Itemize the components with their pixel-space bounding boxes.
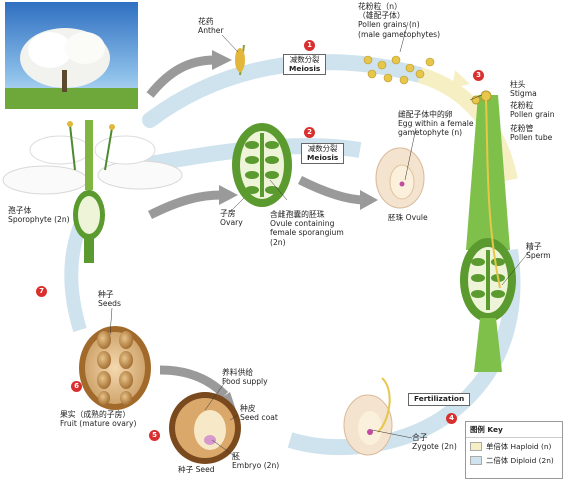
ovary-drawing: [232, 123, 292, 207]
pistil-drawing: [460, 90, 516, 372]
step-6-badge: 6: [71, 381, 82, 392]
haploid-swatch: [470, 442, 482, 451]
legend-title: 图例 Key: [466, 422, 562, 438]
anther-drawing: [235, 44, 245, 76]
step-2-badge: 2: [304, 127, 315, 138]
legend-key: 图例 Key 单倍体 Haploid (n) 二倍体 Diploid (2n): [465, 421, 563, 479]
step-3-badge: 3: [473, 70, 484, 81]
grey-arrow-to-anther: [146, 55, 216, 98]
seed-label: 种子 Seed: [178, 465, 215, 474]
cycle-arrowhead-top: [452, 70, 470, 88]
legend-haploid-text: 单倍体 Haploid (n): [486, 442, 552, 451]
step-4-badge: 4: [446, 413, 457, 424]
seed-drawing: [169, 392, 241, 464]
fertilization-box: Fertilization: [408, 393, 471, 406]
ovule-label: 胚珠 Ovule: [388, 213, 428, 222]
step-7-badge: 7: [36, 286, 47, 297]
grey-arrow-meiosis: [297, 175, 366, 205]
legend-diploid-text: 二倍体 Diploid (2n): [486, 456, 554, 465]
grey-arrow-to-seed: [159, 365, 229, 399]
zygote-drawing: [343, 377, 393, 456]
step-1-badge: 1: [304, 40, 315, 51]
grey-arrow-to-ovary: [147, 190, 223, 220]
step-5-badge: 5: [149, 430, 160, 441]
fruit-drawing: [79, 326, 151, 410]
pollen-grains-label: 花粉粒（n）（雄配子体） Pollen grains (n)(male game…: [358, 2, 441, 39]
fruit-label: 果实（成熟的子房）Fruit (mature ovary): [60, 410, 137, 429]
flower-sporophyte: [2, 120, 183, 263]
pollen-grains-drawing: [363, 55, 435, 85]
legend-haploid: 单倍体 Haploid (n): [466, 438, 562, 452]
ovule-drawing: [375, 147, 425, 209]
diploid-swatch: [470, 456, 482, 465]
legend-diploid: 二倍体 Diploid (2n): [466, 452, 562, 466]
